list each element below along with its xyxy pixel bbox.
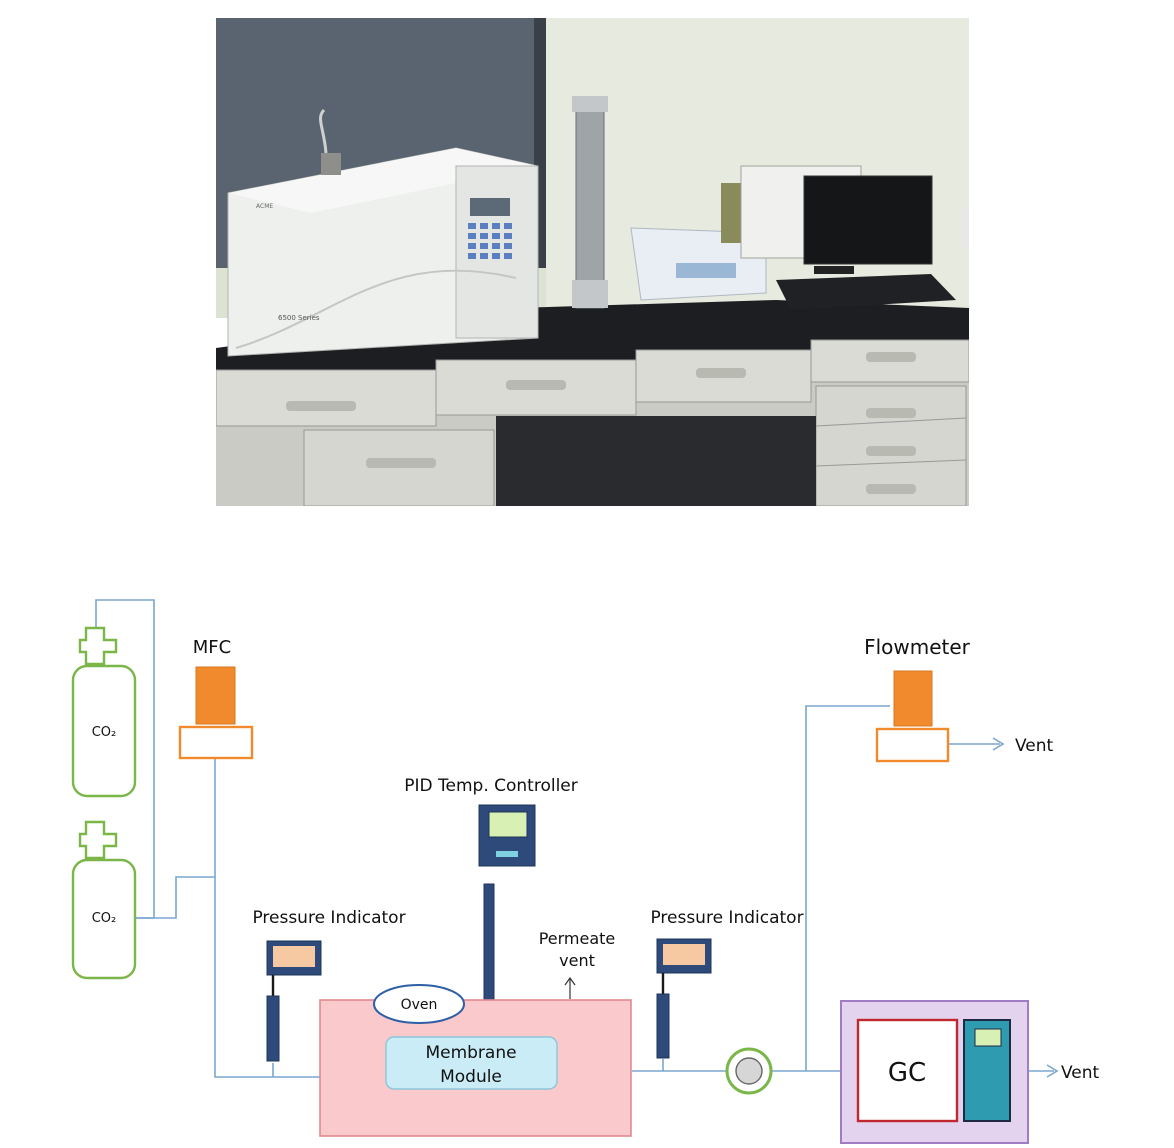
lab-setup-photo: ACME 6500 Series <box>216 18 969 506</box>
co2-cylinder-top: CO₂ <box>71 626 137 798</box>
photo-plastic-box <box>630 183 767 301</box>
permeate-label-line2: vent <box>559 951 595 970</box>
vent-top-label: Vent <box>1015 736 1054 756</box>
flow-lines <box>95 599 1054 1078</box>
arrow-heads <box>992 737 1059 1078</box>
mfc-label: MFC <box>193 637 231 658</box>
pressure-indicator-right: Pressure Indicator <box>650 908 804 1059</box>
flowmeter-label: Flowmeter <box>864 635 971 659</box>
gc-unit: GC <box>840 1000 1029 1144</box>
membrane-label-line1: Membrane <box>425 1043 516 1063</box>
oven-label: Oven <box>401 997 438 1013</box>
mfc-unit: MFC <box>178 637 254 760</box>
flowmeter-unit: Flowmeter <box>864 635 971 763</box>
photo-column-cylinder <box>572 96 608 309</box>
photo-monitor <box>803 175 933 274</box>
co2-cylinder-bottom: CO₂ <box>71 820 137 980</box>
permeate-label-line1: Permeate <box>539 929 616 948</box>
process-flow-diagram: CO₂ CO₂ MFC Flowmeter Vent PID Temp. Con… <box>71 599 1100 1144</box>
pid-temp-controller: PID Temp. Controller <box>404 776 578 1003</box>
membrane-label-line2: Module <box>440 1067 502 1087</box>
pressure-indicator-left: Pressure Indicator <box>252 908 406 1062</box>
vent-gc-label: Vent <box>1061 1063 1100 1083</box>
photo-drawer-handles <box>286 352 916 494</box>
photo-keyboard <box>776 274 956 310</box>
permeate-vent: Permeate vent <box>539 929 616 999</box>
valve-icon <box>725 1047 773 1095</box>
pid-label: PID Temp. Controller <box>404 776 578 796</box>
photo-instrument-model: 6500 Series <box>278 314 320 322</box>
cylinder-bottom-label: CO₂ <box>92 911 117 926</box>
pressure-left-label: Pressure Indicator <box>252 908 405 928</box>
membrane-oven-box: Oven Membrane Module <box>319 984 632 1137</box>
photo-gc-instrument: ACME 6500 Series <box>227 108 539 357</box>
photo-instrument-brand: ACME <box>256 203 273 210</box>
gc-label: GC <box>888 1058 926 1088</box>
pressure-right-label: Pressure Indicator <box>650 908 803 928</box>
cylinder-top-label: CO₂ <box>92 725 117 740</box>
